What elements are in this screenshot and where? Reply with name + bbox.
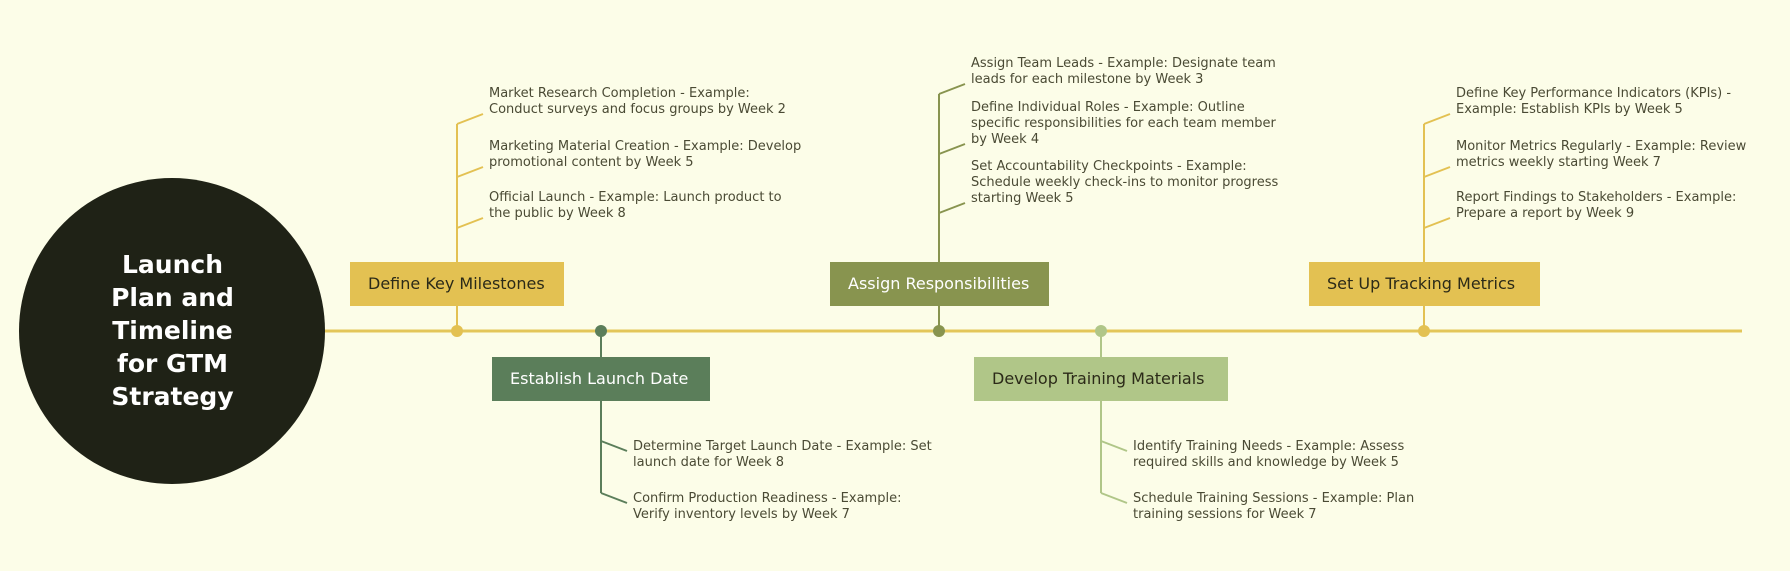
leaf-connector	[1100, 492, 1128, 504]
leaf-item: Schedule Training Sessions - Example: Pl…	[1133, 491, 1414, 523]
leaf-text-line: Example: Establish KPIs by Week 5	[1456, 102, 1683, 117]
leaf-item: Official Launch - Example: Launch produc…	[489, 190, 782, 222]
leaf-connector	[456, 217, 484, 229]
leaf-item: Define Individual Roles - Example: Outli…	[971, 100, 1276, 148]
leaf-item: Confirm Production Readiness - Example:V…	[633, 491, 901, 523]
branch-title: Assign Responsibilities	[830, 262, 1049, 306]
leaf-item: Marketing Material Creation - Example: D…	[489, 139, 801, 171]
leaf-item: Market Research Completion - Example:Con…	[489, 86, 786, 118]
center-title-line: for GTM	[116, 349, 229, 378]
leaf-text-line: Monitor Metrics Regularly - Example: Rev…	[1456, 139, 1747, 154]
leaf-text-line: launch date for Week 8	[633, 455, 785, 470]
leaf-text-line: Schedule weekly check-ins to monitor pro…	[971, 175, 1279, 190]
leaf-item: Monitor Metrics Regularly - Example: Rev…	[1456, 139, 1746, 171]
leaf-text-line: Marketing Material Creation - Example: D…	[489, 139, 802, 154]
center-title-line: Plan and	[111, 283, 234, 312]
leaf-item: Report Findings to Stakeholders - Exampl…	[1456, 190, 1736, 222]
leaf-text-line: Determine Target Launch Date - Example: …	[633, 439, 932, 454]
leaf-text-line: Confirm Production Readiness - Example:	[633, 491, 902, 506]
leaf-text-line: training sessions for Week 7	[1133, 507, 1317, 522]
leaf-connector	[938, 202, 966, 214]
leaf-text-line: Conduct surveys and focus groups by Week…	[489, 102, 786, 117]
center-title-line: Timeline	[112, 316, 233, 345]
leaf-text-line: promotional content by Week 5	[489, 155, 694, 170]
leaf-text-line: leads for each milestone by Week 3	[971, 72, 1204, 87]
leaf-text-line: Define Key Performance Indicators (KPIs)…	[1456, 86, 1732, 101]
leaf-text-line: Prepare a report by Week 9	[1456, 206, 1635, 221]
leaf-connector	[938, 143, 966, 155]
leaf-text-line: Schedule Training Sessions - Example: Pl…	[1133, 491, 1415, 506]
leaf-connector	[1100, 440, 1128, 452]
leaf-item: Determine Target Launch Date - Example: …	[633, 439, 932, 471]
leaf-item: Set Accountability Checkpoints - Example…	[971, 159, 1278, 207]
leaf-item: Identify Training Needs - Example: Asses…	[1133, 439, 1404, 471]
leaf-text-line: Set Accountability Checkpoints - Example…	[971, 159, 1247, 174]
leaf-connector	[1423, 113, 1451, 125]
center-title-line: Launch	[121, 250, 223, 279]
leaf-item: Assign Team Leads - Example: Designate t…	[971, 56, 1276, 88]
leaf-connector	[456, 166, 484, 178]
leaf-connector	[938, 83, 966, 95]
leaf-text-line: Verify inventory levels by Week 7	[633, 507, 850, 522]
branch-title: Set Up Tracking Metrics	[1309, 262, 1540, 306]
leaf-text-line: starting Week 5	[971, 191, 1074, 206]
leaf-text-line: Define Individual Roles - Example: Outli…	[971, 100, 1245, 115]
leaf-text-line: specific responsibilities for each team …	[971, 116, 1276, 131]
leaf-item: Define Key Performance Indicators (KPIs)…	[1456, 86, 1731, 118]
leaf-text-line: Identify Training Needs - Example: Asses…	[1133, 439, 1405, 454]
leaf-text-line: Assign Team Leads - Example: Designate t…	[971, 56, 1276, 71]
leaf-connector	[1423, 217, 1451, 229]
center-title-line: Strategy	[111, 382, 234, 411]
branch-title: Establish Launch Date	[492, 357, 710, 401]
branch-title: Define Key Milestones	[350, 262, 564, 306]
leaf-text-line: the public by Week 8	[489, 206, 626, 221]
leaf-text-line: Report Findings to Stakeholders - Exampl…	[1456, 190, 1737, 205]
leaf-text-line: metrics weekly starting Week 7	[1456, 155, 1661, 170]
leaf-connector	[600, 492, 628, 504]
leaf-connector	[600, 440, 628, 452]
leaf-text-line: Market Research Completion - Example:	[489, 86, 750, 101]
leaf-text-line: required skills and knowledge by Week 5	[1133, 455, 1399, 470]
leaf-text-line: Official Launch - Example: Launch produc…	[489, 190, 782, 205]
leaf-text-line: by Week 4	[971, 132, 1040, 147]
branch-title: Develop Training Materials	[974, 357, 1228, 401]
center-circle	[19, 178, 325, 484]
leaf-connector	[1423, 166, 1451, 178]
leaf-connector	[456, 113, 484, 125]
